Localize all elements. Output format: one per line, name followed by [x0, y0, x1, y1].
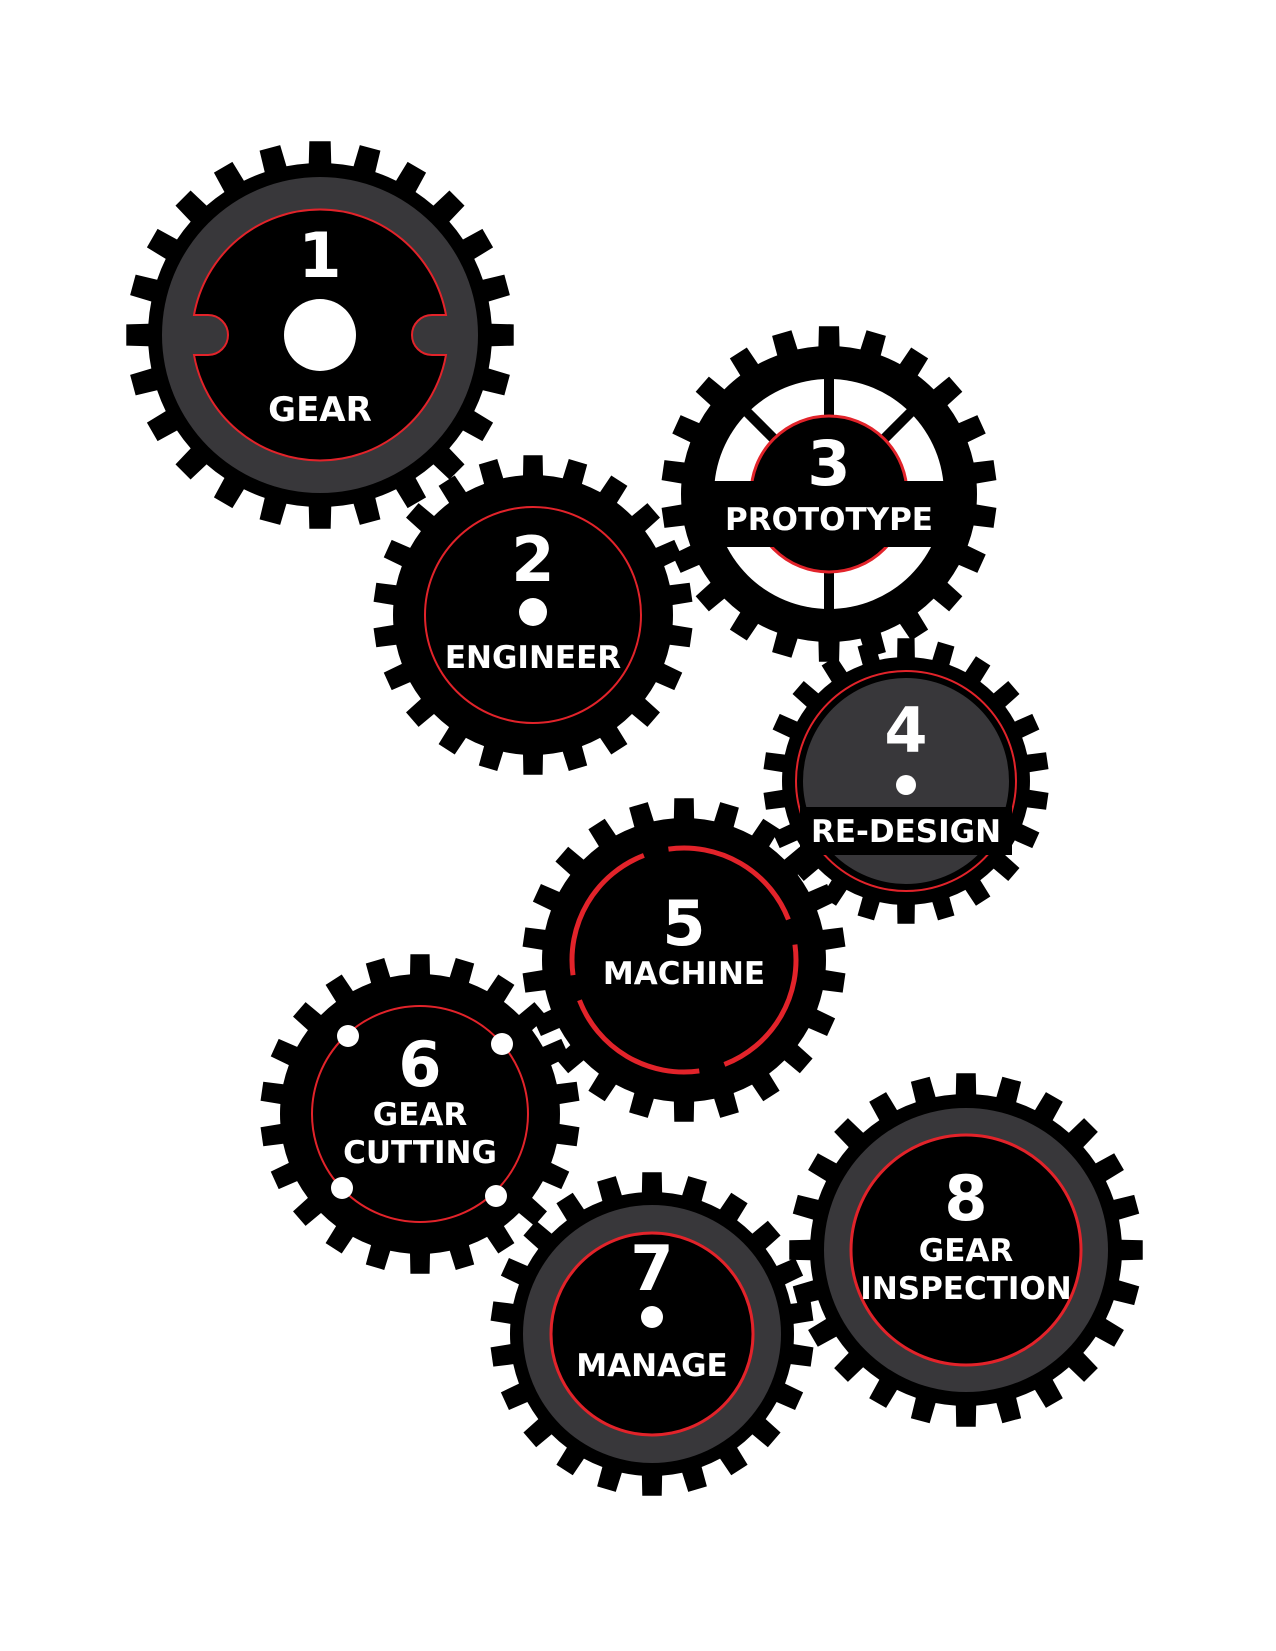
gear-4: 4 RE-DESIGN — [763, 638, 1049, 924]
gear-6-red-ring — [311, 1005, 529, 1223]
gear-2: 2 ENGINEER — [373, 455, 693, 775]
gear-7-label: MANAGE — [576, 1348, 727, 1384]
gear-7: 7 MANAGE — [490, 1172, 814, 1496]
gear-8-inner-plate — [849, 1133, 1083, 1367]
gear-2-dot-icon — [519, 598, 547, 626]
gear-7-number: 7 — [630, 1232, 673, 1305]
gear-2-red-ring — [424, 506, 642, 724]
gear-6-bolt-icons — [331, 1025, 513, 1207]
gear-7-dot-icon — [641, 1306, 663, 1328]
gear-1: 1 GEAR — [126, 141, 514, 529]
gear-4-label-band — [800, 807, 1012, 855]
gear-5: 5 MACHINE — [522, 798, 846, 1122]
gear-4-number: 4 — [884, 694, 927, 767]
gear-8: 8 GEAR INSPECTION — [789, 1073, 1143, 1427]
gear-4-dot-icon — [896, 775, 916, 795]
gear-5-number: 5 — [662, 887, 705, 960]
gear-8-label-line-1: GEAR — [919, 1233, 1014, 1269]
gear-1-hub-icon — [284, 299, 356, 371]
gear-6: 6 GEAR CUTTING — [260, 954, 580, 1274]
gear-4-label: RE-DESIGN — [811, 814, 1001, 850]
gear-8-label-line-2: INSPECTION — [860, 1271, 1071, 1307]
gear-7-inner-plate — [549, 1231, 755, 1437]
gear-1-label: GEAR — [268, 390, 372, 430]
gear-3-label-band — [700, 481, 958, 547]
gear-5-label: MACHINE — [603, 956, 765, 992]
gear-2-label: ENGINEER — [445, 640, 621, 676]
gear-1-number: 1 — [298, 219, 341, 292]
gear-5-dashed-red-ring — [569, 845, 799, 1075]
gear-6-label-line-1: GEAR — [373, 1097, 468, 1133]
gear-3-label: PROTOTYPE — [725, 502, 933, 538]
gear-2-number: 2 — [511, 523, 554, 596]
gear-3-spokes — [738, 372, 920, 616]
gear-3-number: 3 — [807, 427, 850, 500]
gear-6-number: 6 — [398, 1028, 441, 1101]
gear-8-number: 8 — [944, 1162, 987, 1235]
gear-6-label-line-2: CUTTING — [343, 1135, 497, 1171]
gear-3: 3 PROTOTYPE — [661, 326, 997, 662]
